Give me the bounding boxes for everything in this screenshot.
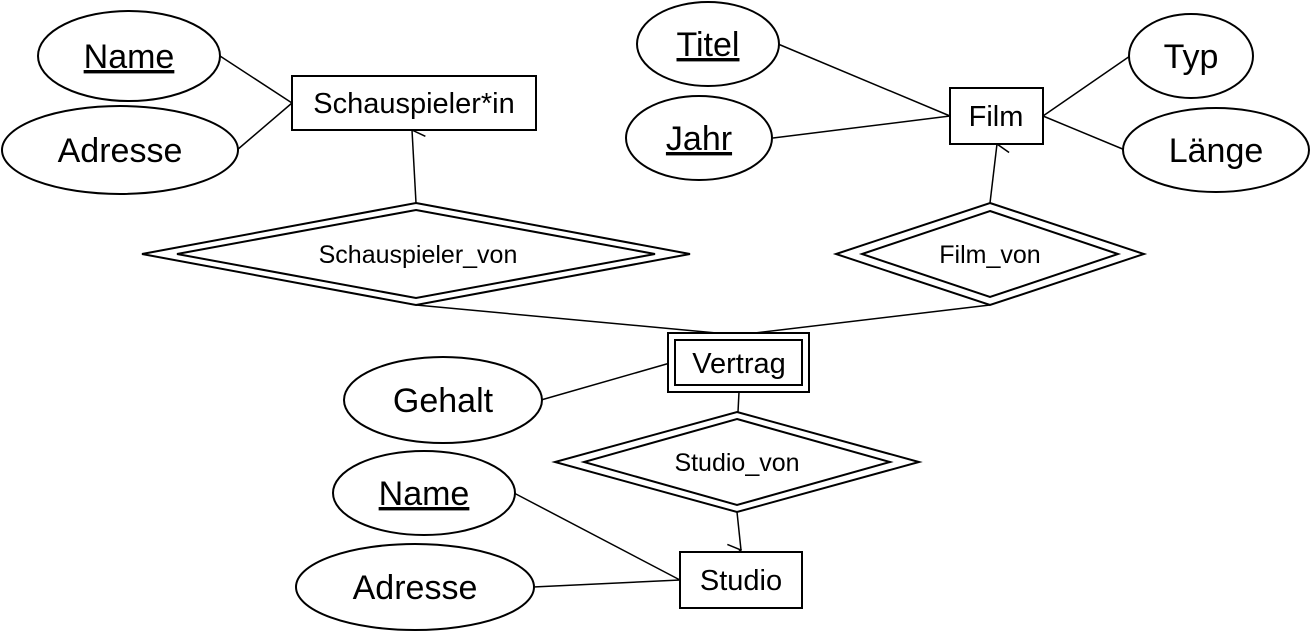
line-gehalt-vertrag xyxy=(540,362,671,401)
connectors xyxy=(219,43,1131,588)
arrow-studio-von xyxy=(737,511,741,550)
line-vertrag-studio-von xyxy=(737,391,740,413)
attribute-label: Länge xyxy=(1169,132,1264,170)
entity-film: Film xyxy=(949,87,1044,145)
attribute-label: Adresse xyxy=(58,132,183,170)
relationship-studio-von: Studio_von xyxy=(551,410,923,514)
entity-label: Vertrag xyxy=(692,348,786,380)
attribute-film-typ: Typ xyxy=(1128,13,1254,99)
line-adresse-schauspieler xyxy=(236,102,293,151)
attribute-schauspieler-adresse: Adresse xyxy=(1,105,239,195)
attribute-label: Adresse xyxy=(353,569,478,607)
attribute-label: Typ xyxy=(1164,38,1219,76)
entity-studio: Studio xyxy=(679,551,803,609)
entity-schauspieler: Schauspieler*in xyxy=(291,75,537,131)
line-laenge-film xyxy=(1042,115,1126,151)
line-schauspieler-von-vertrag xyxy=(415,304,739,336)
attribute-film-laenge: Länge xyxy=(1122,107,1310,193)
arrow-film-von xyxy=(989,144,997,204)
attribute-label: Name xyxy=(379,475,470,513)
entity-label: Schauspieler*in xyxy=(313,88,515,120)
relationship-schauspieler-von: Schauspieler_von xyxy=(141,201,691,307)
arrow-schauspieler-von xyxy=(412,130,416,204)
attribute-label: Gehalt xyxy=(393,382,494,420)
attribute-film-jahr: Jahr xyxy=(625,95,773,181)
entity-label: Studio xyxy=(700,565,782,597)
line-name-studio xyxy=(513,492,681,581)
line-name-schauspieler xyxy=(219,55,293,104)
entity-vertrag-weak: Vertrag xyxy=(667,332,810,393)
line-adresse-studio xyxy=(532,579,681,588)
attribute-label: Name xyxy=(84,38,175,76)
attribute-studio-adresse: Adresse xyxy=(295,543,535,631)
relationship-film-von: Film_von xyxy=(832,201,1148,307)
relationship-label: Studio_von xyxy=(674,449,799,477)
line-jahr-film xyxy=(772,115,951,139)
attribute-label: Titel xyxy=(677,26,740,64)
attribute-film-titel: Titel xyxy=(636,1,780,87)
relationship-label: Film_von xyxy=(939,241,1040,269)
attribute-label: Jahr xyxy=(666,120,732,158)
attribute-vertrag-gehalt: Gehalt xyxy=(343,356,543,444)
line-film-von-vertrag xyxy=(737,304,991,336)
line-typ-film xyxy=(1042,55,1131,117)
attribute-studio-name: Name xyxy=(332,450,516,536)
attribute-schauspieler-name: Name xyxy=(37,10,221,102)
relationship-label: Schauspieler_von xyxy=(319,241,518,269)
entity-label: Film xyxy=(969,101,1024,133)
line-titel-film xyxy=(777,43,951,117)
